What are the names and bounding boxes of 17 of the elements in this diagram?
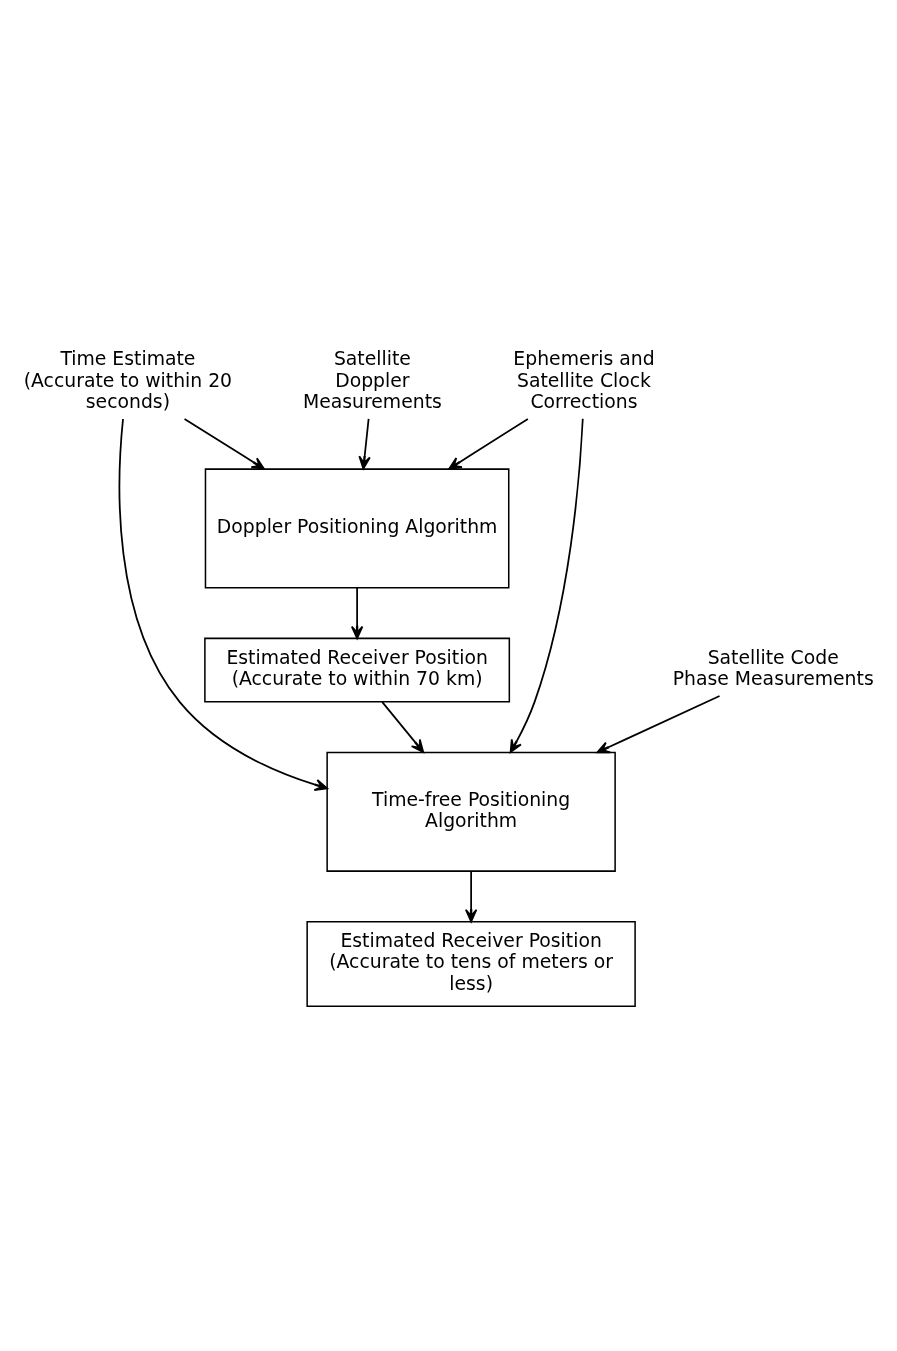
arrow: [509, 417, 584, 753]
node-text: Ephemeris and Satellite Clock Corrections: [513, 347, 655, 412]
node-box: Estimated Receiver Position (Accurate to within 70 km): [204, 637, 511, 703]
node-text: Satellite Doppler Measurements: [302, 347, 442, 412]
node-box: Doppler Positioning Algorithm: [204, 467, 510, 589]
arrow: [350, 586, 364, 639]
arrow: [381, 700, 425, 753]
arrow: [358, 417, 371, 469]
arrow: [448, 417, 529, 470]
node-text: Time Estimate (Accurate to within 20 seconds): [23, 347, 233, 412]
node-text: Satellite Code Phase Measurements: [672, 646, 874, 689]
arrow: [118, 417, 328, 791]
arrow: [183, 417, 265, 470]
arrow: [464, 869, 478, 922]
node-box: Time-free Positioning Algorithm: [326, 751, 616, 872]
node-box: Estimated Receiver Position (Accurate to tens of meters or less): [306, 920, 636, 1007]
arrow: [596, 694, 721, 753]
